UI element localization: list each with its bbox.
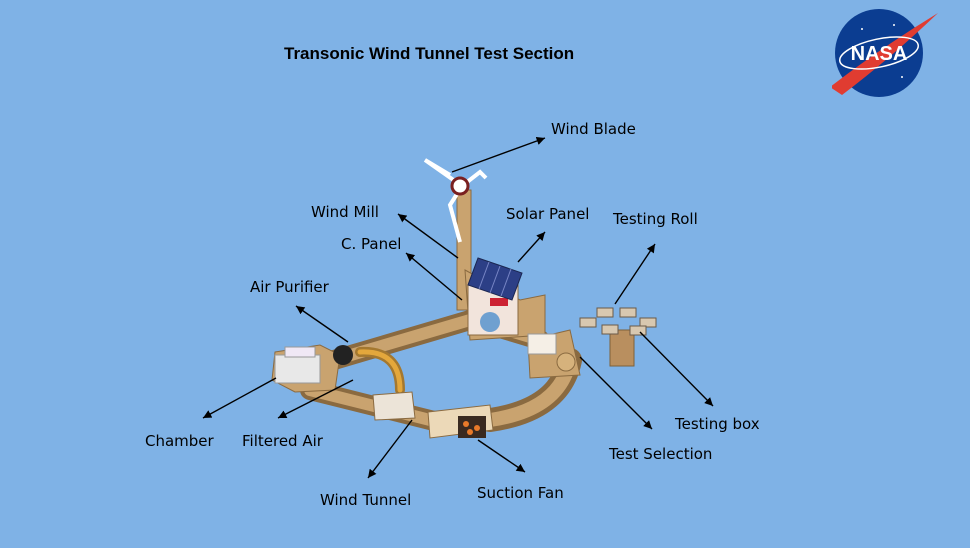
nasa-logo-icon: NASA <box>832 9 938 97</box>
arrow-filtered-air <box>277 379 354 419</box>
label-air-purifier: Air Purifier <box>250 278 329 296</box>
arrow-chamber <box>202 377 277 419</box>
label-suction-fan: Suction Fan <box>477 484 564 502</box>
arrow-test-selection <box>579 356 653 430</box>
arrow-solar-panel <box>517 231 546 263</box>
arrow-air-purifier <box>295 305 349 343</box>
nasa-meatball-logo: NASA <box>832 7 940 99</box>
label-c-panel: C. Panel <box>341 235 402 253</box>
annotation-arrows <box>202 136 714 479</box>
label-filtered-air: Filtered Air <box>242 432 323 450</box>
arrow-testing-box <box>639 331 714 407</box>
arrow-wind-mill <box>397 213 459 259</box>
arrow-c-panel <box>405 252 463 301</box>
label-wind-mill: Wind Mill <box>311 203 379 221</box>
chamber <box>271 344 353 393</box>
arrow-wind-tunnel <box>367 419 413 479</box>
label-testing-box: Testing box <box>675 415 760 433</box>
page-title: Transonic Wind Tunnel Test Section <box>284 44 575 63</box>
suction-fan <box>427 404 494 439</box>
arrow-testing-roll <box>614 243 656 305</box>
label-wind-blade: Wind Blade <box>551 120 636 138</box>
control-panel-unit <box>464 257 546 341</box>
arrow-wind-blade <box>451 136 546 173</box>
test-selection <box>527 329 581 379</box>
label-testing-roll: Testing Roll <box>613 210 698 228</box>
label-chamber: Chamber <box>145 432 214 450</box>
label-test-selection: Test Selection <box>609 445 713 463</box>
label-solar-panel: Solar Panel <box>506 205 590 223</box>
wind-tunnel-box <box>372 391 416 421</box>
testing-roll <box>579 307 657 367</box>
label-wind-tunnel: Wind Tunnel <box>320 491 412 509</box>
logo-text: NASA <box>851 43 908 65</box>
arrow-suction-fan <box>477 439 526 473</box>
